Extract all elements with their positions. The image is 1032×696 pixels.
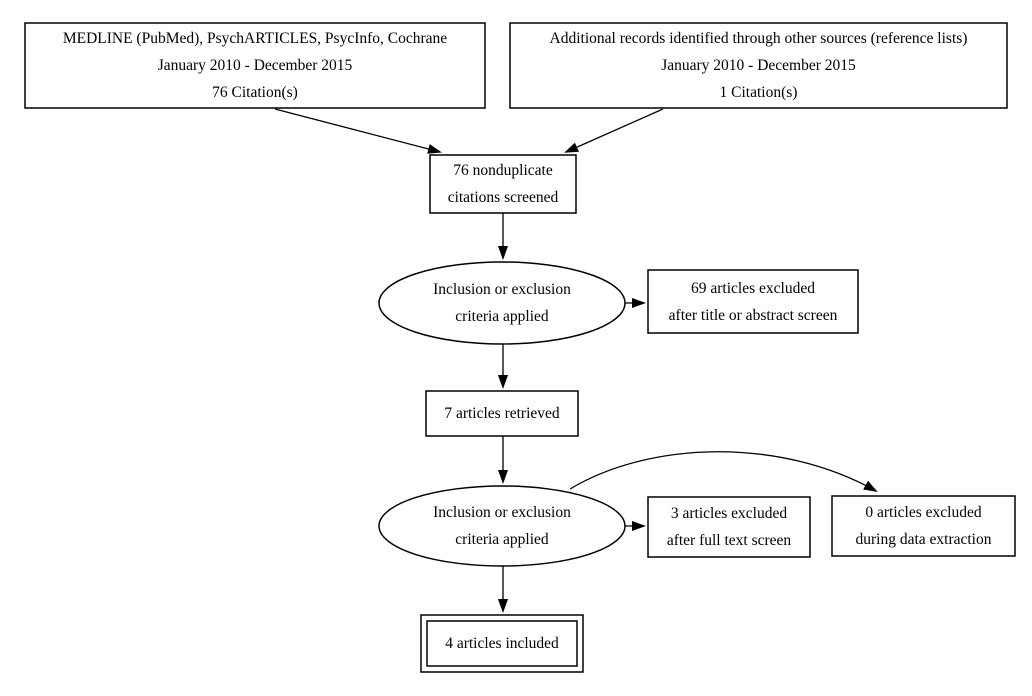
edge-source-db-to-screened <box>274 108 442 154</box>
source-other-box <box>509 22 1008 109</box>
source-db-box <box>24 22 486 109</box>
edge-source-other-to-screened <box>564 108 664 153</box>
label-line: criteria applied <box>455 308 549 325</box>
included-label: 4 articles included <box>421 615 583 672</box>
excluded-extraction-label: 0 articles excluded during data extracti… <box>832 496 1015 556</box>
retrieved-label: 7 articles retrieved <box>426 391 578 436</box>
retrieved-box <box>425 390 579 437</box>
label-line: January 2010 - December 2015 <box>661 57 856 74</box>
excluded-extraction-box <box>831 495 1016 557</box>
label-line: 76 nonduplicate <box>453 162 553 179</box>
criteria-fulltext-ellipse <box>378 485 626 567</box>
label-line: Inclusion or exclusion <box>433 281 571 298</box>
label-line: 76 Citation(s) <box>212 84 298 101</box>
label-line: citations screened <box>447 189 559 206</box>
label-line: after full text screen <box>666 532 792 549</box>
source-db-label: MEDLINE (PubMed), PsychARTICLES, PsycInf… <box>25 23 485 108</box>
criteria-screen-ellipse <box>378 261 626 345</box>
label-line: 0 articles excluded <box>865 504 982 521</box>
label-line: Inclusion or exclusion <box>433 504 571 521</box>
label-line: January 2010 - December 2015 <box>157 57 353 74</box>
screened-box <box>429 154 577 214</box>
label-line: MEDLINE (PubMed), PsychARTICLES, PsycInf… <box>62 30 448 47</box>
label-line: 7 articles retrieved <box>444 405 560 422</box>
label-line: after title or abstract screen <box>668 306 838 324</box>
label-line: Additional records identified through ot… <box>549 30 968 47</box>
criteria-screen-label: Inclusion or exclusion criteria applied <box>379 262 625 344</box>
label-line: during data extraction <box>855 531 992 548</box>
criteria-fulltext-label: Inclusion or exclusion criteria applied <box>379 486 625 566</box>
label-line: criteria applied <box>455 531 549 548</box>
label-line: 69 articles excluded <box>691 279 815 297</box>
excluded-title-abstract-label: 69 articles excluded after title or abst… <box>648 270 858 333</box>
label-line: 1 Citation(s) <box>719 84 798 101</box>
label-line: 4 articles included <box>445 635 559 652</box>
edge-criteria-fulltext-to-excluded-extraction <box>569 451 878 492</box>
excluded-fulltext-label: 3 articles excluded after full text scre… <box>648 497 810 557</box>
screened-label: 76 nonduplicate citations screened <box>430 155 576 213</box>
excluded-fulltext-box <box>647 496 811 558</box>
source-other-label: Additional records identified through ot… <box>510 23 1007 108</box>
label-line: 3 articles excluded <box>670 505 788 522</box>
included-box-inner <box>426 620 578 667</box>
excluded-title-abstract-box <box>647 269 859 334</box>
